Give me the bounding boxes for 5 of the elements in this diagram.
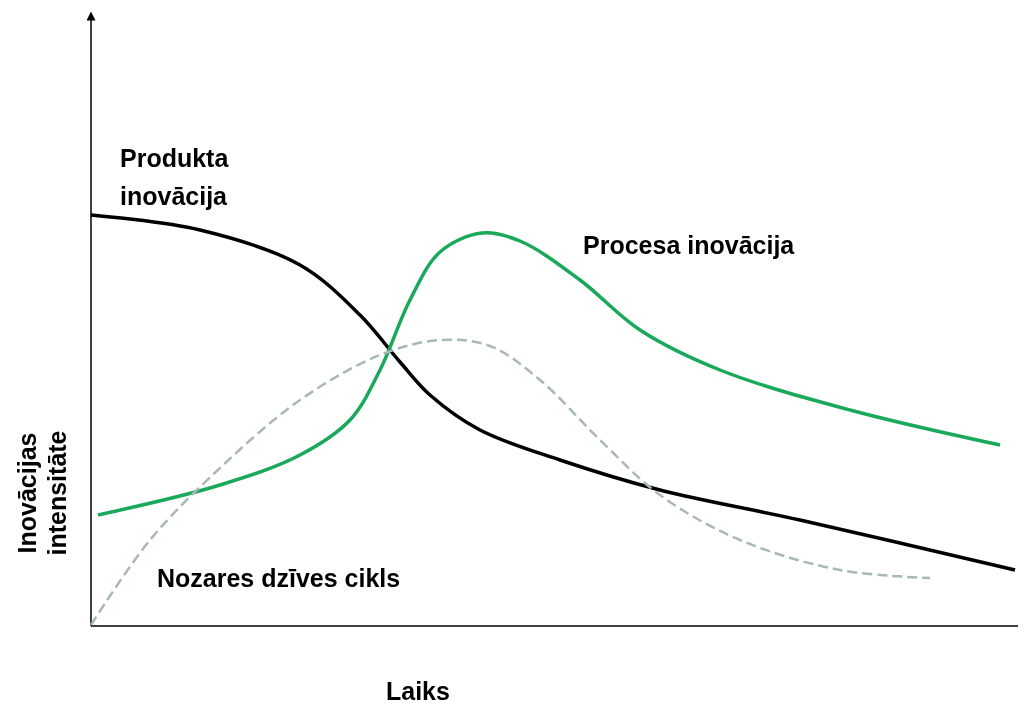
curve-label: Produkta inovācija: [120, 143, 230, 212]
x-axis-label: Laiks: [386, 676, 451, 704]
curve-label: Nozares dzīves cikls: [157, 563, 402, 594]
y-axis-label: Inovācijas intensitāte: [12, 429, 72, 558]
curve-label: Procesa inovācija: [583, 230, 796, 261]
